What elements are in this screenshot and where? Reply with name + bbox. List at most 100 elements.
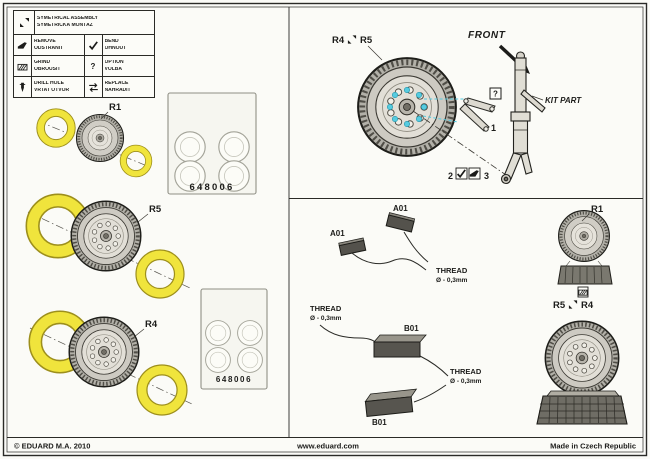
front-label: FRONT bbox=[468, 30, 506, 41]
gear-label-r4: R4 bbox=[332, 35, 345, 46]
part-label-b01: B01 bbox=[404, 324, 419, 333]
wheel-r5-r4-illustration bbox=[545, 321, 618, 394]
wheel-r1-illustration bbox=[75, 113, 125, 163]
mask-circle bbox=[218, 131, 250, 163]
step-3-label: 3 bbox=[484, 171, 489, 181]
part-label-b01: B01 bbox=[372, 418, 387, 427]
option-question-mark: ? bbox=[493, 90, 498, 99]
wheel-r1-illustration bbox=[557, 209, 611, 263]
legend-label-cz: SYMETRICKÁ MONTÁŽ bbox=[37, 23, 93, 28]
legend-row: SYMETRICAL ASSEMBLY SYMETRICKÁ MONTÁŽ bbox=[14, 11, 154, 35]
mask-sheet-2 bbox=[200, 288, 268, 390]
paint-mask-ring bbox=[119, 144, 153, 178]
thread-label: THREAD bbox=[310, 304, 342, 313]
legend-label-cz: VOLBA bbox=[104, 66, 123, 72]
option-icon: ? bbox=[85, 56, 103, 76]
legend-row: DRILL HOLE VRTAT OTVOR REPLACE NAHRADIT bbox=[14, 77, 154, 97]
mask-circle bbox=[205, 320, 231, 346]
part-label-a01: A01 bbox=[330, 229, 345, 238]
symmetrical-assembly-icon bbox=[347, 35, 357, 44]
main-wheel-illustration bbox=[358, 58, 456, 156]
wheel-r4-illustration bbox=[69, 317, 139, 387]
thread-size-label: Ø - 0,3mm bbox=[310, 315, 342, 322]
legend-label-en: BEND bbox=[104, 38, 119, 44]
mask-circle bbox=[237, 320, 263, 346]
hub-leader-lines bbox=[422, 98, 464, 123]
resin-part-b01-middle bbox=[373, 334, 427, 358]
legend-label-cz: NAHRADIT bbox=[104, 87, 131, 93]
legend-entry-replace: REPLACE NAHRADIT bbox=[85, 77, 155, 97]
footer: © EDUARD M.A. 2010 www.eduard.com Made i… bbox=[14, 442, 636, 451]
resin-parts-panel: A01 A01 THREAD Ø - 0,3mm THREAD Ø - 0,3m… bbox=[310, 204, 628, 427]
part-label-r1: R1 bbox=[109, 102, 122, 113]
kit-part-label: KIT PART bbox=[545, 96, 582, 105]
option-box bbox=[489, 87, 502, 100]
legend-entry-option: ? OPTION VOLBA bbox=[85, 56, 155, 76]
axle-axis-line bbox=[412, 110, 507, 176]
legend-label-en: OPTION bbox=[104, 59, 124, 65]
grind-icon bbox=[578, 289, 588, 296]
footer-copyright: © EDUARD M.A. 2010 bbox=[14, 442, 90, 451]
part-label-r5: R5 bbox=[149, 204, 162, 215]
legend-label-cz: OBROUSIT bbox=[34, 66, 61, 72]
legend-label-cz: ODSTRANIT bbox=[34, 45, 64, 51]
resin-part-a01-top bbox=[385, 212, 416, 233]
part-label-r4: R4 bbox=[145, 319, 158, 330]
mask-sheet-code: 648006 bbox=[216, 375, 252, 384]
drill-icon bbox=[14, 77, 32, 97]
part-label-r4: R4 bbox=[581, 300, 594, 311]
torque-link-part bbox=[459, 97, 496, 132]
footer-made-in: Made in Czech Republic bbox=[550, 442, 636, 451]
mask-sheet-code: 648006 bbox=[190, 182, 235, 193]
legend-label-cz: VRTAT OTVOR bbox=[34, 87, 70, 93]
question-mark: ? bbox=[90, 61, 96, 71]
legend-row: REMOVE ODSTRANIT BEND OHNOUT bbox=[14, 35, 154, 56]
legend-label-en: REPLACE bbox=[104, 80, 129, 86]
legend-label-cz: OHNOUT bbox=[104, 45, 127, 51]
mask-sheet-1 bbox=[167, 92, 257, 195]
thread-size-label: Ø - 0,3mm bbox=[450, 378, 482, 385]
legend-entry-drill: DRILL HOLE VRTAT OTVOR bbox=[14, 77, 85, 97]
legend-entry-grind: GRIND OBROUSIT bbox=[14, 56, 85, 76]
flat-spot-block-r1 bbox=[557, 260, 613, 285]
grind-icon bbox=[14, 56, 32, 76]
thread-label: THREAD bbox=[450, 367, 482, 376]
step-2-label: 2 bbox=[448, 171, 453, 181]
kit-part-strut bbox=[500, 51, 546, 185]
step-1-label: 1 bbox=[491, 123, 496, 133]
legend-entry-symmetrical: SYMETRICAL ASSEMBLY SYMETRICKÁ MONTÁŽ bbox=[14, 11, 154, 34]
symmetrical-assembly-icon bbox=[568, 300, 578, 309]
footer-website: www.eduard.com bbox=[296, 442, 359, 451]
part-label-r1: R1 bbox=[591, 204, 604, 215]
tread-block bbox=[536, 390, 628, 425]
legend-entry-bend: BEND OHNOUT bbox=[85, 35, 155, 55]
legend-row: GRIND OBROUSIT ? OPTION VOLBA bbox=[14, 56, 154, 77]
part-label-a01: A01 bbox=[393, 204, 408, 213]
part-label-r5: R5 bbox=[553, 300, 566, 311]
symbol-legend: SYMETRICAL ASSEMBLY SYMETRICKÁ MONTÁŽ RE… bbox=[13, 10, 155, 98]
gear-label-r5: R5 bbox=[360, 35, 373, 46]
wheel-r5-illustration bbox=[71, 201, 141, 271]
resin-part-a01-left bbox=[338, 237, 367, 256]
wheels-and-masks-panel: 648006 648006 R1 R5 R4 bbox=[25, 92, 268, 416]
legend-label-en: SYMETRICAL ASSEMBLY bbox=[37, 16, 98, 22]
legend-entry-remove: REMOVE ODSTRANIT bbox=[14, 35, 85, 55]
hub-highlight-dots bbox=[386, 87, 427, 128]
legend-label-en: REMOVE bbox=[34, 38, 56, 44]
mask-circle bbox=[205, 347, 231, 373]
mask-circle bbox=[174, 131, 206, 163]
remove-icon bbox=[14, 35, 32, 55]
gear-assembly-panel: R4 R5 FRONT bbox=[332, 30, 582, 185]
legend-label-en: GRIND bbox=[34, 59, 51, 65]
replace-icon bbox=[85, 77, 103, 97]
paint-mask-ring bbox=[36, 108, 76, 148]
mask-circle bbox=[237, 347, 263, 373]
resin-part-b01-bottom bbox=[364, 388, 418, 418]
legend-label-en: DRILL HOLE bbox=[34, 80, 64, 86]
symmetrical-assembly-icon bbox=[14, 11, 35, 34]
bend-icon bbox=[85, 35, 103, 55]
thread-label: THREAD bbox=[436, 266, 468, 275]
